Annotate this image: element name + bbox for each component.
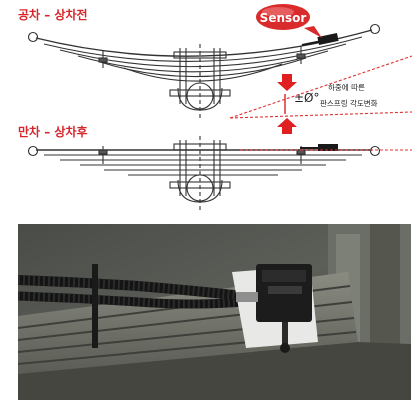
empty-state-label: 공차 – 상차전 — [18, 7, 88, 22]
leaf-spring-diagram: 공차 – 상차전 만차 – 상차후 Sensor — [0, 0, 418, 220]
angle-note-line1: 하중에 따른 — [328, 82, 365, 92]
angle-guide — [230, 56, 412, 118]
angle-symbol: ±Ø° — [294, 91, 320, 105]
sensor-callout: Sensor — [256, 4, 322, 38]
installed-sensor-photo — [18, 224, 411, 400]
angle-note-line2: 판스프링 각도변화 — [320, 98, 378, 108]
loaded-state-label: 만차 – 상차후 — [18, 124, 88, 139]
sensor-label: Sensor — [260, 11, 307, 25]
sensor-unit-top — [317, 33, 338, 45]
